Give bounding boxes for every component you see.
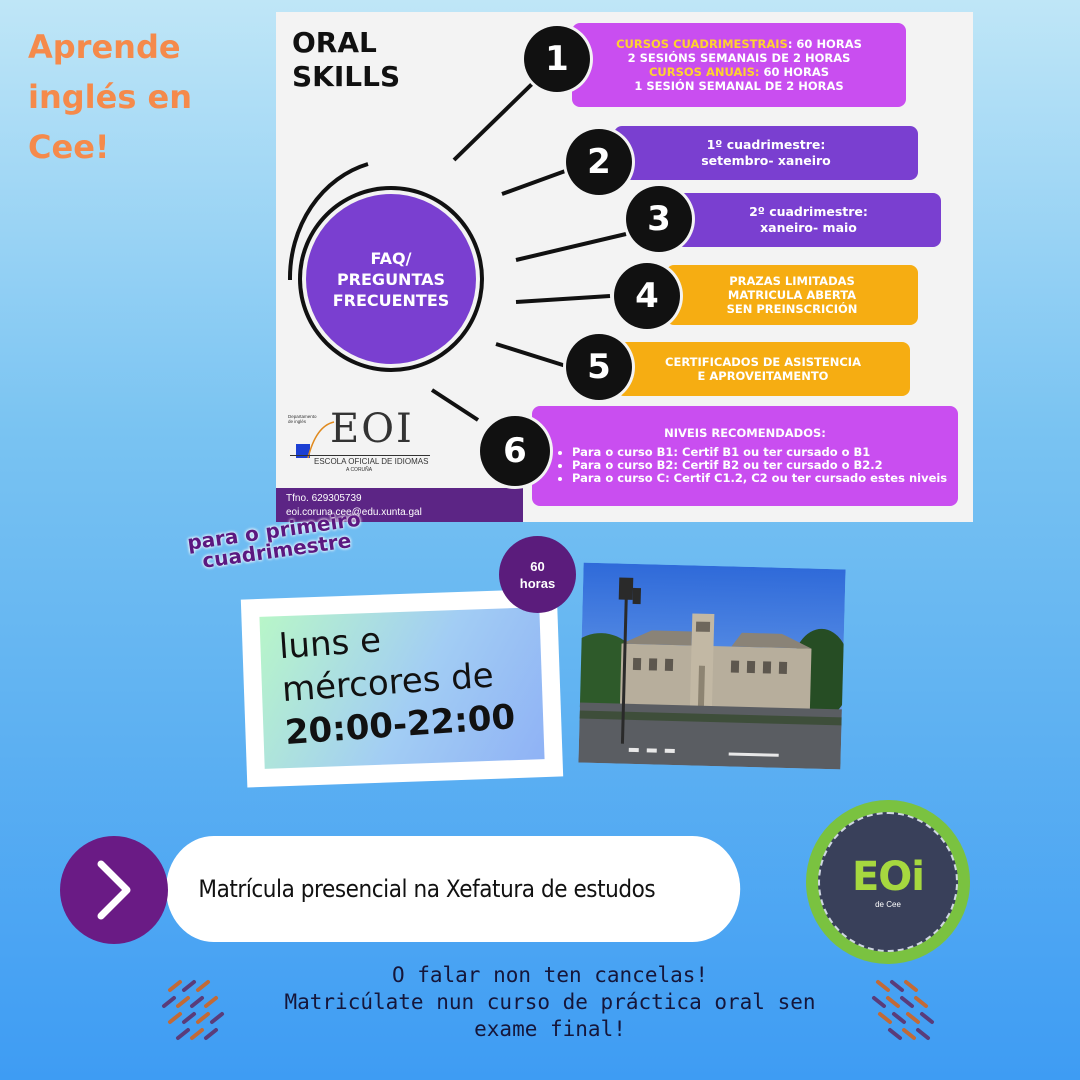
matricula-banner: Matrícula presencial na Xefatura de estu… — [166, 836, 741, 942]
connector-lines — [287, 82, 627, 422]
faq-item-2: 1º cuadrimestre: setembro- xaneiro — [614, 126, 918, 180]
number-badge-3: 3 — [626, 186, 692, 252]
item1-line4: 1 SESIÓN SEMANAL DE 2 HORAS — [634, 79, 844, 93]
faq-item-3: 2º cuadrimestre: xaneiro- maio — [676, 193, 941, 247]
headline-line1: Aprende — [28, 28, 181, 66]
item4-line3: SEN PREINSCRICIÓN — [726, 302, 858, 316]
logo-word: EOI — [330, 406, 414, 452]
bottom-line2: Matricúlate nun curso de práctica oral s… — [284, 990, 816, 1014]
number-badge-4: 4 — [614, 263, 680, 329]
connector-3 — [515, 232, 627, 262]
item1-line3-rest: 60 HORAS — [759, 65, 829, 79]
item5-line2: E APROVEITAMENTO — [697, 369, 829, 383]
logo-square — [296, 444, 310, 458]
oral-skills-title: ORAL SKILLS — [292, 26, 400, 94]
connector-6 — [430, 388, 480, 422]
title-line2: SKILLS — [292, 60, 401, 93]
number-badge-1: 1 — [524, 26, 590, 92]
level-c: Para o curso C: Certif C1.2, C2 ou ter c… — [572, 472, 958, 485]
first-term-label: para o primeiro cuadrimestre — [186, 507, 365, 573]
logo-rule — [290, 455, 430, 456]
bottom-line1: O falar non ten cancelas! — [391, 963, 709, 987]
faq-line3: FRECUENTES — [332, 290, 450, 310]
number-badge-5: 5 — [566, 334, 632, 400]
faq-item-5: CERTIFICADOS DE ASISTENCIA E APROVEITAME… — [616, 342, 910, 396]
logo-dept: Departamento de inglés — [288, 414, 317, 424]
bottom-message: O falar non ten cancelas! Matricúlate nu… — [240, 962, 860, 1043]
item5-line1: CERTIFICADOS DE ASISTENCIA — [665, 355, 861, 369]
bottom-line3: exame final! — [474, 1017, 626, 1041]
item6-title: NIVEIS RECOMENDADOS: — [664, 426, 826, 440]
schedule-card-inner: luns e mércores de 20:00-22:00 — [259, 607, 545, 769]
connector-2 — [501, 168, 569, 196]
faq-item-4: PRAZAS LIMITADAS MATRICULA ABERTA SEN PR… — [666, 265, 918, 325]
contact-strip: Tfno. 629305739 eoi.coruna.cee@edu.xunta… — [276, 488, 523, 522]
levels-list: Para o curso B1: Certif B1 ou ter cursad… — [532, 446, 958, 485]
outer-arc — [287, 162, 369, 281]
connector-5 — [495, 342, 567, 368]
faq-infographic: ORAL SKILLS FAQ/ PREGUNTAS FRECUENTES 1 … — [276, 12, 973, 522]
badge-sub: de Cee — [875, 899, 901, 909]
number-badge-6: 6 — [480, 416, 550, 486]
connector-4 — [515, 294, 611, 304]
item1-line2: 2 SESIÓNS SEMANAIS DE 2 HORAS — [627, 51, 851, 65]
level-b2: Para o curso B2: Certif B2 ou ter cursad… — [572, 459, 958, 472]
item4-line2: MATRICULA ABERTA — [727, 288, 857, 302]
headline: Aprende inglés en Cee! — [28, 22, 192, 172]
dashes-pattern-icon — [872, 980, 934, 1040]
title-line1: ORAL — [292, 26, 377, 59]
chevron-right-icon — [97, 860, 131, 920]
badge-word: EOi — [851, 853, 925, 900]
item1-line1-hl: CURSOS CUADRIMESTRAIS — [616, 37, 788, 51]
hours-word: horas — [519, 575, 556, 591]
hours-badge: 60 horas — [499, 536, 576, 613]
number-badge-2: 2 — [566, 129, 632, 195]
school-building-photo — [578, 562, 846, 770]
contact-email[interactable]: eoi.coruna.cee@edu.xunta.gal — [286, 507, 422, 518]
faq-line2: PREGUNTAS — [336, 269, 446, 289]
eoi-coruna-logo: Departamento de inglés EOI ESCOLA OFICIA… — [286, 406, 436, 480]
logo-subtitle: ESCOLA OFICIAL DE IDIOMAS — [314, 457, 429, 466]
connector-1 — [452, 82, 534, 162]
dashes-pattern-icon — [162, 980, 224, 1040]
schedule-card: luns e mércores de 20:00-22:00 — [240, 588, 564, 788]
faq-circle: FAQ/ PREGUNTAS FRECUENTES — [306, 194, 476, 364]
item4-line1: PRAZAS LIMITADAS — [729, 274, 855, 288]
contact-phone: Tfno. 629305739 — [286, 493, 362, 504]
badge-inner: EOi de Cee — [818, 812, 958, 952]
eoi-cee-badge: EOi de Cee — [806, 800, 970, 964]
matricula-label: Matrícula presencial na Xefatura de estu… — [198, 875, 656, 903]
faq-item-1: CURSOS CUADRIMESTRAIS: 60 HORAS 2 SESIÓN… — [572, 23, 906, 107]
hours-number: 60 — [530, 558, 545, 574]
headline-line3: Cee! — [28, 128, 110, 166]
logo-curve — [307, 421, 335, 459]
item3-line1: 2º cuadrimestre: — [749, 204, 868, 219]
headline-line2: inglés en — [28, 78, 192, 116]
item3-line2: xaneiro- maio — [760, 220, 857, 235]
item2-line2: setembro- xaneiro — [701, 153, 831, 168]
item2-line1: 1º cuadrimestre: — [706, 137, 826, 152]
faq-item-6: NIVEIS RECOMENDADOS: Para o curso B1: Ce… — [532, 406, 958, 506]
item1-line1-rest: : 60 HORAS — [787, 37, 862, 51]
schedule-text: luns e mércores de 20:00-22:00 — [278, 610, 517, 755]
level-b1: Para o curso B1: Certif B1 ou ter cursad… — [572, 446, 958, 459]
matricula-arrow-button[interactable] — [60, 836, 168, 944]
item1-line3-hl: CURSOS ANUAIS: — [648, 65, 760, 79]
faq-line1: FAQ/ — [370, 248, 412, 268]
logo-city: A CORUÑA — [346, 467, 373, 473]
